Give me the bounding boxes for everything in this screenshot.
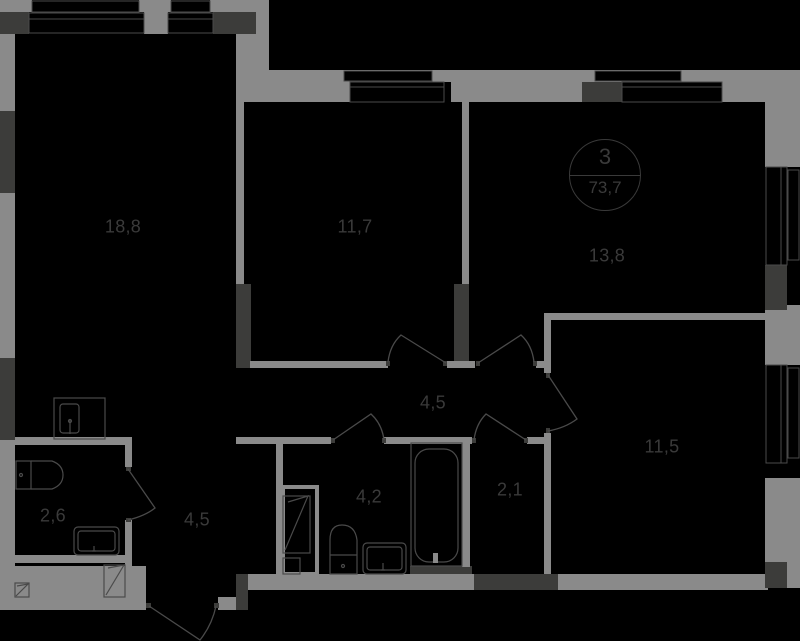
interior-walls: [15, 102, 766, 576]
room-area-storage: 2,1: [497, 479, 523, 500]
doors: [126, 334, 578, 641]
door-bedroom-3: [546, 373, 578, 433]
toilet-bathroom: [329, 524, 358, 575]
structural-columns: [0, 12, 787, 610]
door-bedroom-2: [476, 334, 537, 366]
window-bedroom-3-side: [765, 364, 800, 464]
door-storage: [472, 413, 528, 443]
room-area-bathroom: 4,2: [356, 486, 382, 507]
apartment-summary-badge: 3 73,7: [569, 139, 641, 211]
room-area-corridor: 4,5: [420, 392, 446, 413]
door-entrance: [146, 603, 219, 641]
room-area-living-room: 18,8: [104, 216, 142, 237]
room-area-bedroom-1: 11,7: [337, 216, 373, 237]
window-bedroom-2-side: [765, 166, 800, 266]
toilet-wc: [15, 460, 64, 490]
room-area-bedroom-3: 11,5: [644, 436, 680, 457]
windows: [28, 0, 800, 464]
door-wc: [126, 467, 156, 522]
window-living-left: [28, 0, 145, 34]
door-bedroom-1: [386, 334, 447, 366]
total-area: 73,7: [588, 178, 622, 197]
fixtures: [14, 397, 463, 598]
room-area-hallway: 4,5: [184, 509, 210, 530]
bathtub: [410, 442, 463, 567]
washbasin-bathroom: [362, 542, 407, 575]
kitchen-sink: [53, 397, 106, 440]
room-area-bedroom-2: 13,8: [588, 245, 626, 266]
washbasin-wc: [73, 526, 120, 556]
washing-machine: [282, 495, 311, 575]
window-bedroom-1: [343, 70, 445, 103]
badge-divider: [570, 175, 640, 176]
water-heater-wc: [14, 564, 126, 598]
room-area-wc: 2,6: [40, 505, 66, 526]
door-bathroom: [331, 413, 386, 443]
rooms-count: 3: [598, 144, 612, 169]
window-bedroom-2: [594, 70, 723, 103]
window-living-right: [167, 0, 214, 34]
